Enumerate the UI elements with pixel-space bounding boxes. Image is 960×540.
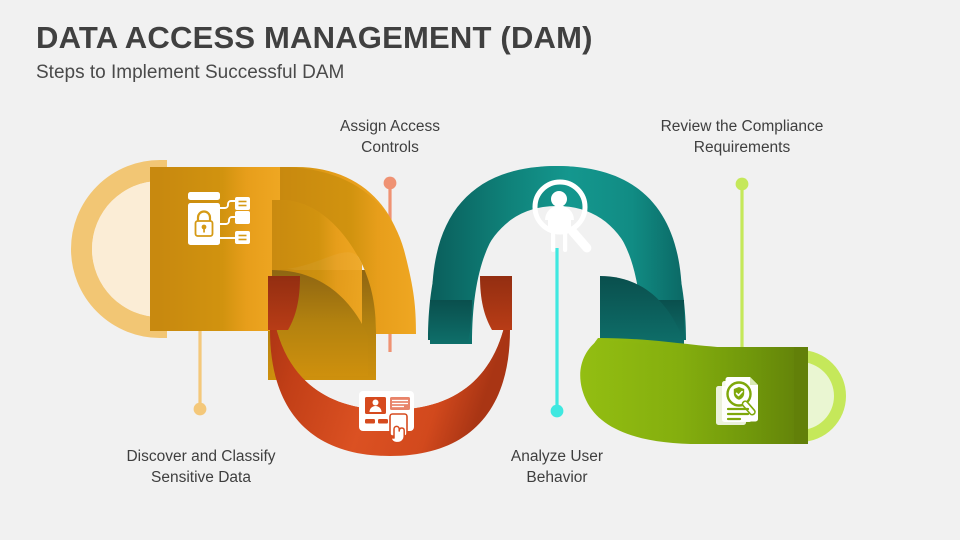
compliance-document-icon [716, 377, 758, 425]
page-title: DATA ACCESS MANAGEMENT (DAM) [36, 20, 593, 55]
ribbon-cap-outline-1 [71, 159, 167, 339]
ribbon-segment-3[interactable] [428, 166, 686, 346]
step-label-1: Discover and Classify Sensitive Data [126, 448, 276, 486]
connector-step-3 [550, 248, 564, 418]
ribbon-underside-3 [600, 276, 680, 346]
ribbon-fold-left-3 [430, 300, 472, 344]
ribbon-tail-4 [580, 340, 804, 444]
ribbon-face-left-1 [160, 167, 280, 331]
ribbon-segment-1[interactable] [71, 159, 416, 380]
access-card-hand-icon [359, 391, 414, 444]
user-search-icon [532, 179, 592, 253]
step-label-4: Review the Compliance Requirements [660, 118, 824, 156]
ribbon-arch-3 [432, 166, 682, 344]
ribbon-bowl-2 [270, 276, 510, 456]
ribbon-fold-right-2 [480, 276, 512, 330]
ribbon-fold-left-2 [268, 276, 300, 330]
ribbon-curve-1 [280, 167, 416, 334]
lock-document-icon [188, 192, 250, 245]
connector-step-4 [735, 177, 749, 350]
page-subtitle: Steps to Implement Successful DAM [36, 62, 345, 83]
ribbon-cap-joint-4 [794, 347, 808, 444]
ribbon-segment-2[interactable] [268, 276, 512, 456]
step-label-2: Assign Access Controls [340, 118, 440, 156]
step-label-3: Analyze User Behavior [510, 448, 604, 486]
ribbon-segment-4[interactable] [580, 338, 846, 444]
